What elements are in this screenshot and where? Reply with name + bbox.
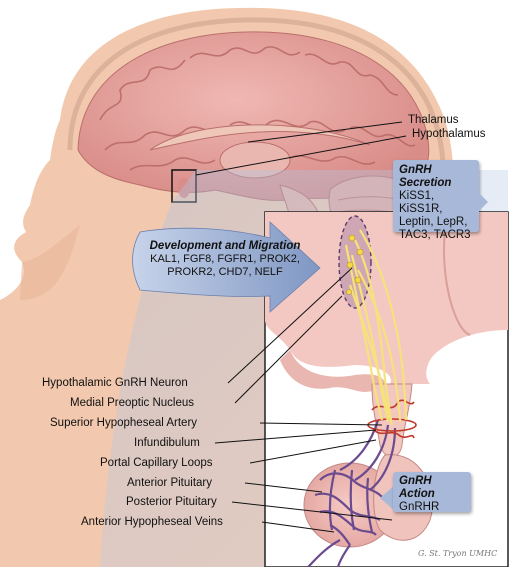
leader-lines (195, 121, 407, 533)
label-anterior-hypopheseal-veins: Anterior Hypopheseal Veins (81, 516, 223, 528)
gnrh-axons (344, 229, 408, 426)
portal-vessels (307, 419, 397, 567)
hypothalamus-tissue (265, 212, 508, 384)
artist-signature: G. St. Tryon UMHC (418, 549, 498, 558)
secretion-title-line1: GnRH (399, 164, 432, 176)
label-hypothalamus: Hypothalamus (412, 128, 486, 140)
label-hypothalamic-gnrh-neuron: Hypothalamic GnRH Neuron (42, 377, 188, 389)
label-medial-preoptic-nucleus: Medial Preoptic Nucleus (70, 397, 195, 409)
face-shading (20, 225, 80, 300)
gnrh-action-box: GnRH Action GnRHR (393, 472, 471, 513)
third-ventricle-edge (443, 229, 471, 336)
development-line-2: PROKR2, CHD7, NELF (167, 265, 283, 278)
label-thalamus: Thalamus (408, 114, 459, 126)
label-superior-hypopheseal-artery: Superior Hypopheseal Artery (50, 417, 198, 429)
action-box-pointer (380, 484, 396, 512)
development-arrow-shape (132, 221, 321, 313)
corpus-callosum (149, 124, 371, 151)
hypothalamus-fold (280, 350, 386, 392)
label-posterior-pituitary: Posterior Pituitary (126, 496, 217, 508)
label-portal-capillary-loops: Portal Capillary Loops (100, 457, 213, 469)
development-title: Development and Migration (149, 240, 301, 252)
label-anterior-pituitary: Anterior Pituitary (127, 477, 213, 489)
secretion-line-2: Leptin, LepR, (399, 216, 468, 228)
gnrh-secretion-box: GnRH Secretion KiSS1, KiSS1R, Leptin, Le… (393, 160, 479, 241)
action-title: GnRH Action (399, 475, 435, 500)
development-line-1: KAL1, FGF8, FGFR1, PROK2, (150, 253, 300, 265)
secretion-line-1: KiSS1, KiSS1R, (399, 190, 443, 215)
secretion-box-pointer (474, 188, 488, 216)
secretion-title-line2: Secretion (399, 177, 452, 189)
action-line: GnRHR (399, 501, 440, 513)
development-migration-text: Development and Migration KAL1, FGF8, FG… (140, 240, 310, 278)
medial-preoptic-dashed-region (338, 215, 372, 309)
secretion-line-3: TAC3, TACR3 (399, 229, 471, 241)
gnrh-neuron-bodies (346, 234, 364, 295)
label-infundibulum: Infundibulum (134, 437, 200, 449)
